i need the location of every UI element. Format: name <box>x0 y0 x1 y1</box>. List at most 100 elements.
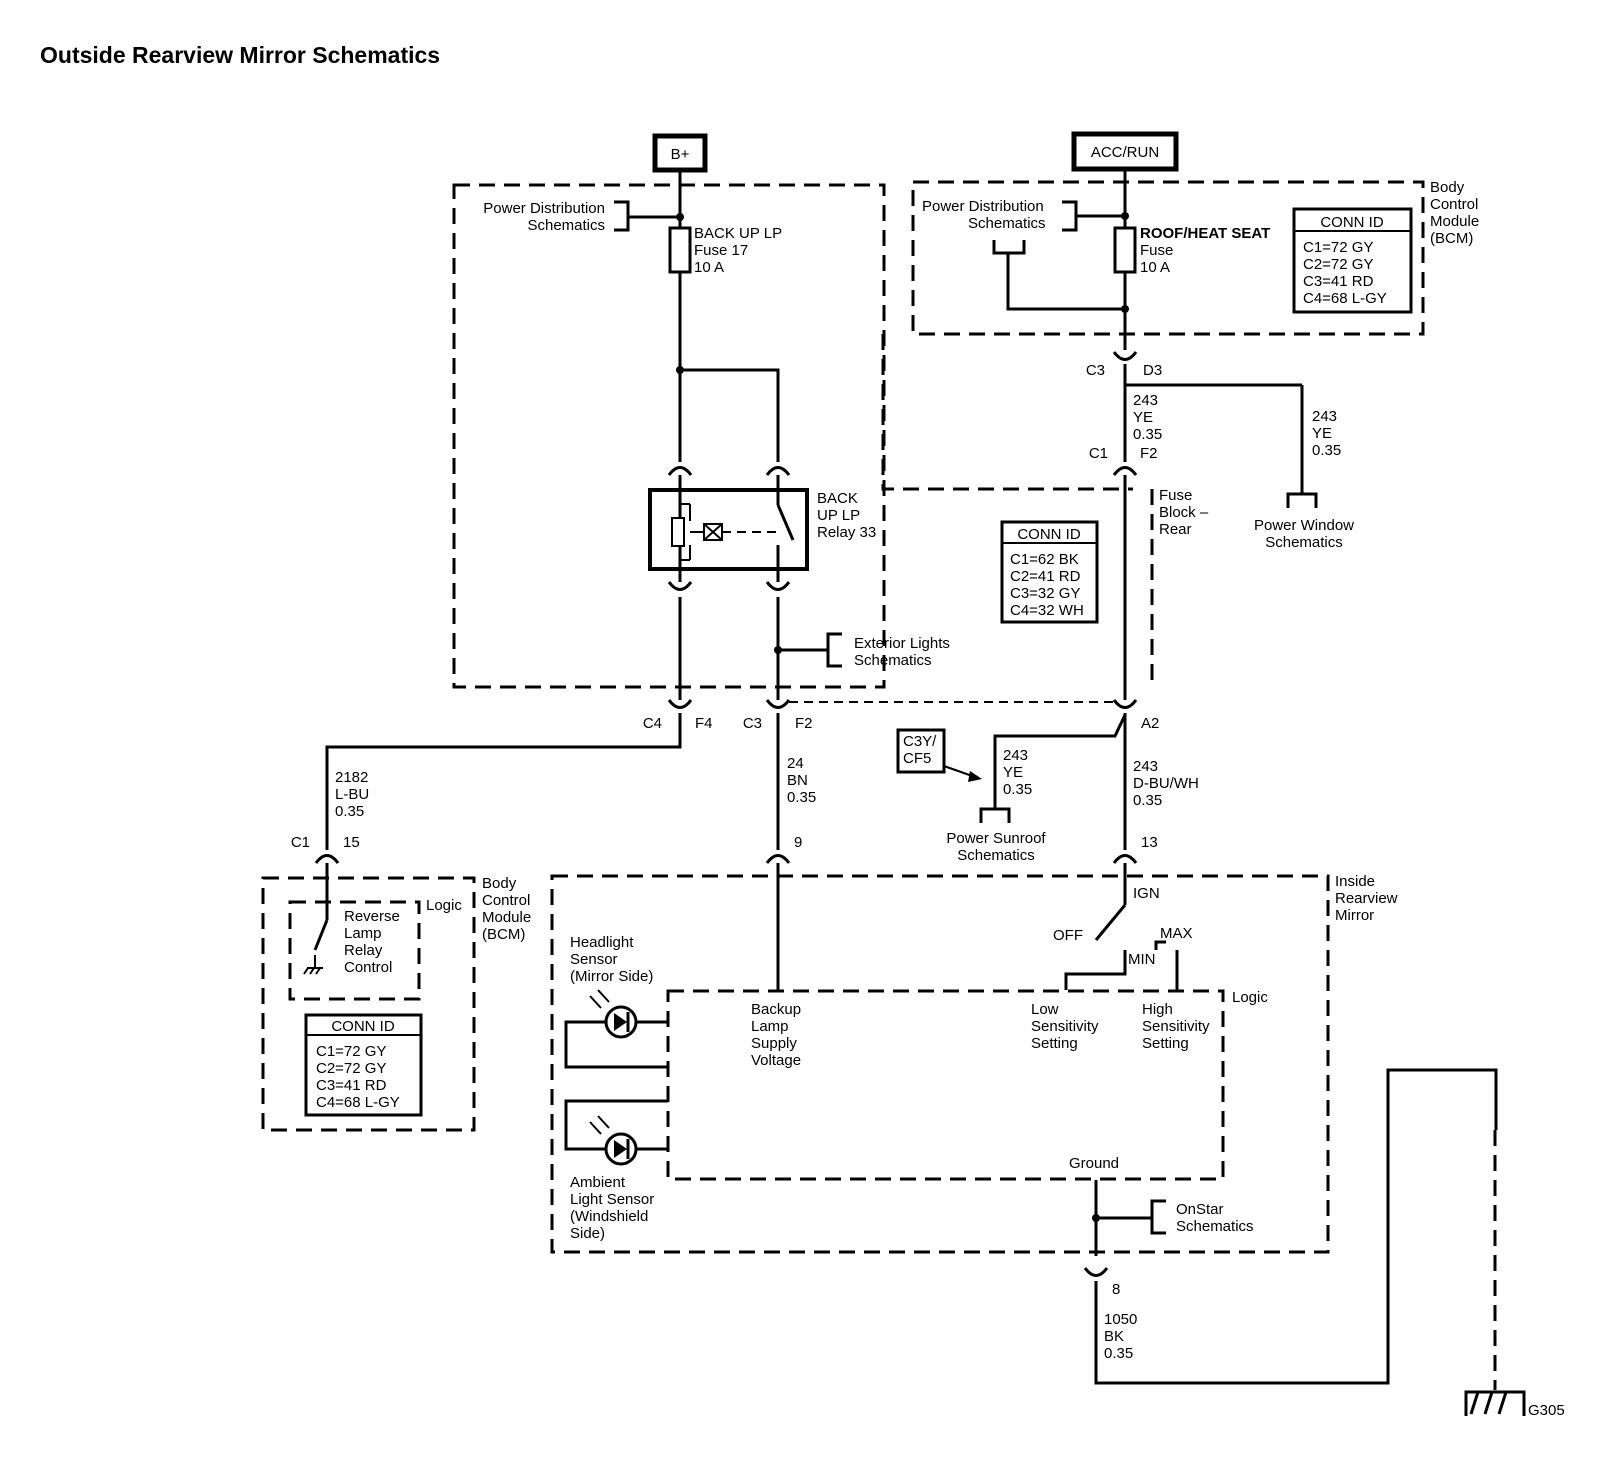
headlight-sensor-3: (Mirror Side) <box>570 968 653 985</box>
bcm-bottom-conn-id-box <box>304 1013 423 1117</box>
high-sensitivity-3: Setting <box>1142 1035 1189 1052</box>
pd-ref-left-2: Schematics <box>527 217 605 234</box>
reverse-lamp-2: Lamp <box>344 925 382 942</box>
wire-24-1: 24 <box>787 755 804 772</box>
wire-243d-1: 243 <box>1133 758 1158 775</box>
pin-15: 15 <box>343 834 360 851</box>
onstar-ref-2: Schematics <box>1176 1218 1254 1235</box>
ground-symbol <box>1464 1390 1526 1416</box>
low-sensitivity-3: Setting <box>1031 1035 1078 1052</box>
bcm-bottom-conn-4: C4=68 L-GY <box>316 1094 400 1111</box>
wire-243d-2: D-BU/WH <box>1133 775 1199 792</box>
bcm-logic-outline <box>288 900 421 1001</box>
bcm-bottom-label-3: Module <box>482 909 531 926</box>
reverse-lamp-4: Control <box>344 959 392 976</box>
bcm-bottom-conn-2: C2=72 GY <box>316 1060 386 1077</box>
bcm-top-conn-id-box <box>1292 207 1413 314</box>
fuse-block-rear-conn-id-box <box>1000 520 1099 624</box>
headlight-sensor-2: Sensor <box>570 951 618 968</box>
bcm-top-conn-1: C1=72 GY <box>1303 239 1373 256</box>
pd-ref-right-1: Power Distribution <box>922 198 1044 215</box>
reverse-lamp-3: Relay <box>344 942 383 959</box>
wire-2182-3: 0.35 <box>335 803 364 820</box>
bcm-top-conn-4: C4=68 L-GY <box>1303 290 1387 307</box>
high-sensitivity-2: Sensitivity <box>1142 1018 1210 1035</box>
wire-2182-2: L-BU <box>335 786 369 803</box>
power-window-ref-2: Schematics <box>1265 534 1343 551</box>
mirror-logic-outline <box>666 989 1225 1181</box>
headlight-sensor-1: Headlight <box>570 934 634 951</box>
mirror-label-3: Mirror <box>1335 907 1374 924</box>
ambient-sensor-1: Ambient <box>570 1174 626 1191</box>
wire-243a-3: 0.35 <box>1133 426 1162 443</box>
relay-label-2: UP LP <box>817 507 860 524</box>
off-label: OFF <box>1053 927 1083 944</box>
high-sensitivity-1: High <box>1142 1001 1173 1018</box>
bcm-bottom-conn-1: C1=72 GY <box>316 1043 386 1060</box>
wire-243b-3: 0.35 <box>1312 442 1341 459</box>
roof-fuse-label-1: ROOF/HEAT SEAT <box>1140 225 1270 242</box>
fbr-conn-2: C2=41 RD <box>1010 568 1081 585</box>
low-sensitivity-1: Low <box>1031 1001 1059 1018</box>
bcm-bottom-label-1: Body <box>482 875 517 892</box>
page-title: Outside Rearview Mirror Schematics <box>40 42 441 68</box>
bcm-top-conn-title: CONN ID <box>1320 214 1384 231</box>
ambient-sensor-2: Light Sensor <box>570 1191 654 1208</box>
pin-9: 9 <box>794 834 802 851</box>
conn-c3-top: C3 <box>1086 362 1105 379</box>
bcm-bottom-logic: Logic <box>426 897 462 914</box>
wire-2182-1: 2182 <box>335 769 368 786</box>
c3y-cf5-box <box>896 728 946 774</box>
bcm-bottom-conn-title: CONN ID <box>331 1018 395 1035</box>
accrun-label: ACC/RUN <box>1091 144 1159 161</box>
low-sensitivity-2: Sensitivity <box>1031 1018 1099 1035</box>
bplus-label: B+ <box>671 146 690 163</box>
backup-lp-fuse-label-1: BACK UP LP <box>694 225 782 242</box>
roof-fuse-label-2: Fuse <box>1140 242 1173 259</box>
pin-8: 8 <box>1112 1281 1120 1298</box>
bcm-bottom-conn-3: C3=41 RD <box>316 1077 387 1094</box>
backup-lp-fuse <box>668 226 692 274</box>
bcm-top-label-2: Control <box>1430 196 1478 213</box>
pd-ref-left-1: Power Distribution <box>483 200 605 217</box>
wire-1050-3: 0.35 <box>1104 1345 1133 1362</box>
ambient-sensor-3: (Windshield <box>570 1208 648 1225</box>
exterior-lights-ref-2: Schematics <box>854 652 932 669</box>
relay-label-1: BACK <box>817 490 858 507</box>
wire-1050-2: BK <box>1104 1328 1124 1345</box>
fbr-conn-title: CONN ID <box>1017 526 1081 543</box>
wire-243b-2: YE <box>1312 425 1332 442</box>
ign-label: IGN <box>1133 885 1160 902</box>
bcm-top-label-3: Module <box>1430 213 1479 230</box>
conn-a2: A2 <box>1141 715 1159 732</box>
ambient-sensor-4: Side) <box>570 1225 605 1242</box>
bcm-top-label-1: Body <box>1430 179 1465 196</box>
fbr-conn-1: C1=62 BK <box>1010 551 1079 568</box>
fbr-conn-4: C4=32 WH <box>1010 602 1084 619</box>
conn-c3-lower: C3 <box>743 715 762 732</box>
wire-243c-1: 243 <box>1003 747 1028 764</box>
fbr-conn-3: C3=32 GY <box>1010 585 1080 602</box>
pd-ref-right-2: Schematics <box>968 215 1046 232</box>
mirror-logic-label: Logic <box>1232 989 1268 1006</box>
bcm-top-conn-2: C2=72 GY <box>1303 256 1373 273</box>
power-sunroof-ref-1: Power Sunroof <box>946 830 1046 847</box>
power-window-ref-1: Power Window <box>1254 517 1354 534</box>
wire-243d-3: 0.35 <box>1133 792 1162 809</box>
wire-24-3: 0.35 <box>787 789 816 806</box>
bcm-top-outline <box>911 180 1425 336</box>
wire-243c-3: 0.35 <box>1003 781 1032 798</box>
roof-fuse-label-3: 10 A <box>1140 259 1170 276</box>
conn-f2-rear: F2 <box>1140 445 1158 462</box>
backup-supply-1: Backup <box>751 1001 801 1018</box>
backup-lp-fuse-label-2: Fuse 17 <box>694 242 748 259</box>
wire-243c-2: YE <box>1003 764 1023 781</box>
mirror-outline <box>550 874 1330 1254</box>
ground-label: Ground <box>1069 1155 1119 1172</box>
fuse-block-rear-outline <box>881 334 1133 491</box>
exterior-lights-ref-1: Exterior Lights <box>854 635 950 652</box>
conn-c4: C4 <box>643 715 662 732</box>
bplus-source: B+ <box>652 133 708 173</box>
power-sunroof-ref-2: Schematics <box>957 847 1035 864</box>
